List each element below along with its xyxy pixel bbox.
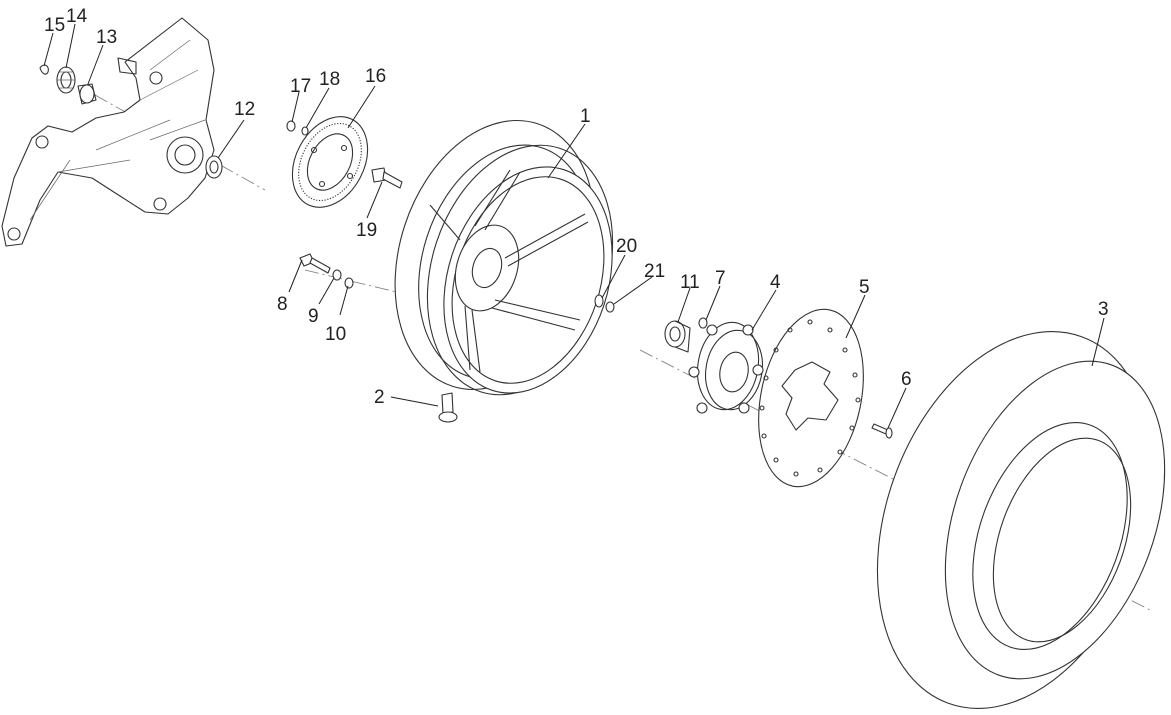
callout-14: 14 (66, 6, 88, 27)
callout-5: 5 (859, 277, 870, 298)
wheel-rim (394, 119, 614, 396)
spacer-11 (664, 317, 708, 353)
bearing-12 (205, 155, 223, 179)
callout-4: 4 (770, 272, 781, 293)
callout-16: 16 (365, 66, 386, 87)
bolt-8-washers (299, 253, 354, 289)
callout-3: 3 (1098, 299, 1109, 320)
callout-17: 17 (290, 76, 311, 97)
callout-7: 7 (715, 268, 726, 289)
callout-9: 9 (308, 306, 319, 327)
disc-holes (759, 319, 861, 477)
callout-21: 21 (644, 261, 665, 282)
callout-labels: 1 2 3 4 5 6 7 8 9 10 11 12 13 14 15 16 1… (44, 6, 1109, 408)
callout-12: 12 (234, 99, 255, 120)
callout-6: 6 (901, 369, 912, 390)
washers-20-21 (594, 294, 615, 313)
bolt-19 (371, 167, 403, 189)
hub-flange (688, 321, 764, 414)
tyre (876, 331, 1166, 709)
callout-2: 2 (374, 387, 385, 408)
callout-15: 15 (44, 15, 65, 36)
brake-disc (758, 308, 864, 488)
screw-6 (871, 423, 893, 439)
callout-18: 18 (319, 69, 340, 90)
callout-20: 20 (616, 236, 637, 257)
callout-1: 1 (580, 106, 591, 127)
callout-10: 10 (325, 324, 346, 345)
bearing-assembly (39, 64, 97, 105)
callout-8: 8 (277, 294, 288, 315)
callout-11: 11 (680, 272, 700, 293)
leader-lines (43, 23, 1105, 429)
tone-wheel (286, 116, 369, 208)
valve-2 (438, 392, 458, 423)
swingarm-bracket (1, 17, 215, 247)
callout-19: 19 (356, 220, 377, 241)
callout-13: 13 (96, 27, 117, 48)
